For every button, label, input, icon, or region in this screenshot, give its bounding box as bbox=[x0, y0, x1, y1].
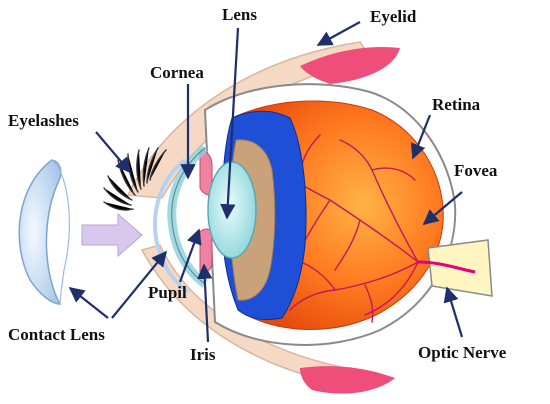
iris-lower bbox=[199, 228, 213, 273]
arrow-fovea bbox=[422, 191, 463, 225]
contact-lens-icon bbox=[18, 159, 62, 305]
label-eyelashes: Eyelashes bbox=[8, 111, 79, 130]
optic-nerve-vessel bbox=[417, 260, 476, 274]
label-optic-nerve: Optic Nerve bbox=[418, 343, 507, 362]
pointer-arrows bbox=[68, 21, 464, 343]
label-lens: Lens bbox=[222, 5, 257, 24]
arrow-eyelid bbox=[316, 21, 361, 46]
lens bbox=[207, 161, 257, 259]
arrow-contact-lens-left bbox=[68, 287, 109, 319]
arrow-lens bbox=[220, 27, 240, 220]
label-retina: Retina bbox=[432, 95, 481, 114]
label-eyelid: Eyelid bbox=[370, 7, 417, 26]
label-contact-lens: Contact Lens bbox=[8, 325, 105, 344]
arrow-iris bbox=[197, 263, 213, 343]
label-cornea: Cornea bbox=[150, 63, 204, 82]
lower-eyelid-pink bbox=[300, 366, 395, 394]
upper-eyelid-pink bbox=[300, 46, 400, 84]
contact-lens-on-eye bbox=[153, 158, 190, 294]
label-fovea: Fovea bbox=[454, 161, 498, 180]
arrow-contact-lens-right bbox=[111, 250, 167, 319]
label-pupil: Pupil bbox=[148, 283, 187, 302]
arrow-retina bbox=[410, 114, 432, 160]
eyelashes-icon bbox=[103, 147, 167, 211]
label-iris: Iris bbox=[190, 345, 216, 364]
arrow-optic-nerve bbox=[443, 286, 464, 338]
arrow-eyelashes bbox=[95, 131, 131, 174]
arrow-pupil bbox=[178, 228, 202, 283]
motion-arrow-icon bbox=[81, 212, 143, 258]
